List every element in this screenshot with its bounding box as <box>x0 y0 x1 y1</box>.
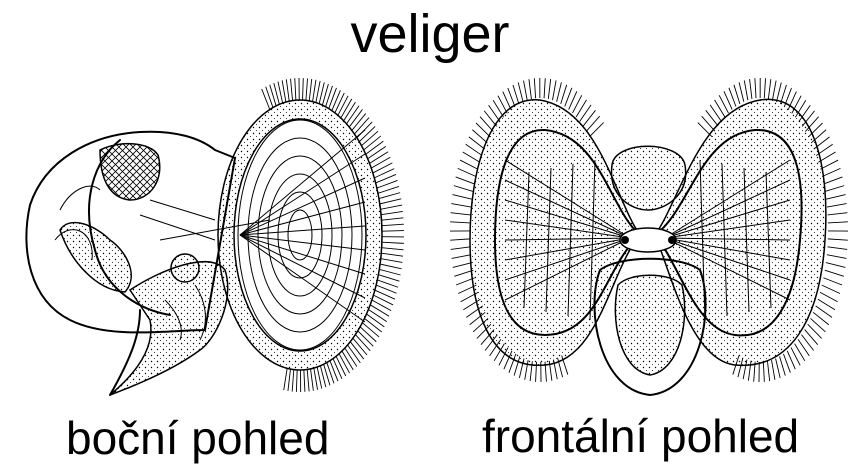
lateral-view-drawing <box>26 78 404 395</box>
frontal-view-drawing <box>450 78 848 395</box>
lateral-view-label: boční pohled <box>66 412 329 464</box>
digestive-gland <box>100 144 160 200</box>
frontal-view-label: frontální pohled <box>482 410 799 462</box>
